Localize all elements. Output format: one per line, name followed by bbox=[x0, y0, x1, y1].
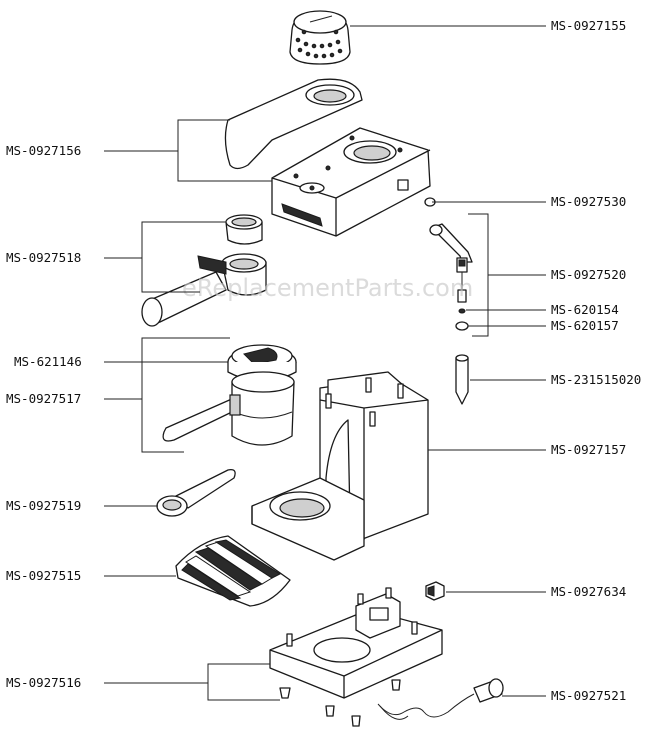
label-ms-0927520: MS-0927520 bbox=[551, 267, 626, 282]
label-ms-0927155: MS-0927155 bbox=[551, 18, 626, 33]
steam-wand bbox=[424, 197, 473, 331]
base-plate bbox=[269, 587, 443, 699]
rubber-feet bbox=[279, 679, 401, 727]
top-cap-knob bbox=[289, 10, 351, 65]
label-ms-0927530: MS-0927530 bbox=[551, 194, 626, 209]
drip-tray-grill bbox=[175, 535, 291, 607]
coffee-jug bbox=[162, 371, 295, 446]
label-ms-0927516: MS-0927516 bbox=[6, 675, 81, 690]
power-cord bbox=[377, 678, 504, 720]
steam-nozzle bbox=[455, 354, 469, 405]
main-body-housing bbox=[251, 371, 429, 561]
label-ms-620157: MS-620157 bbox=[551, 318, 619, 333]
label-ms-0927634: MS-0927634 bbox=[551, 584, 626, 599]
top-housing bbox=[271, 127, 431, 237]
label-ms-0927518: MS-0927518 bbox=[6, 250, 81, 265]
filter-basket bbox=[225, 214, 263, 245]
label-ms-0927521: MS-0927521 bbox=[551, 688, 626, 703]
label-ms-231515020: MS-231515020 bbox=[551, 372, 641, 387]
filter-holder bbox=[141, 253, 267, 327]
label-ms-0927517: MS-0927517 bbox=[6, 391, 81, 406]
label-ms-0927157: MS-0927157 bbox=[551, 442, 626, 457]
top-cover-lid bbox=[224, 78, 363, 170]
label-ms-0927515: MS-0927515 bbox=[6, 568, 81, 583]
label-ms-620154: MS-620154 bbox=[551, 302, 619, 317]
leader-lines bbox=[104, 25, 546, 701]
label-ms-0927519: MS-0927519 bbox=[6, 498, 81, 513]
measuring-spoon bbox=[156, 469, 236, 517]
label-ms-621146: MS-621146 bbox=[14, 354, 82, 369]
watermark-text: eReplacementParts.com bbox=[182, 274, 473, 302]
power-switch bbox=[425, 581, 445, 601]
label-ms-0927156: MS-0927156 bbox=[6, 143, 81, 158]
